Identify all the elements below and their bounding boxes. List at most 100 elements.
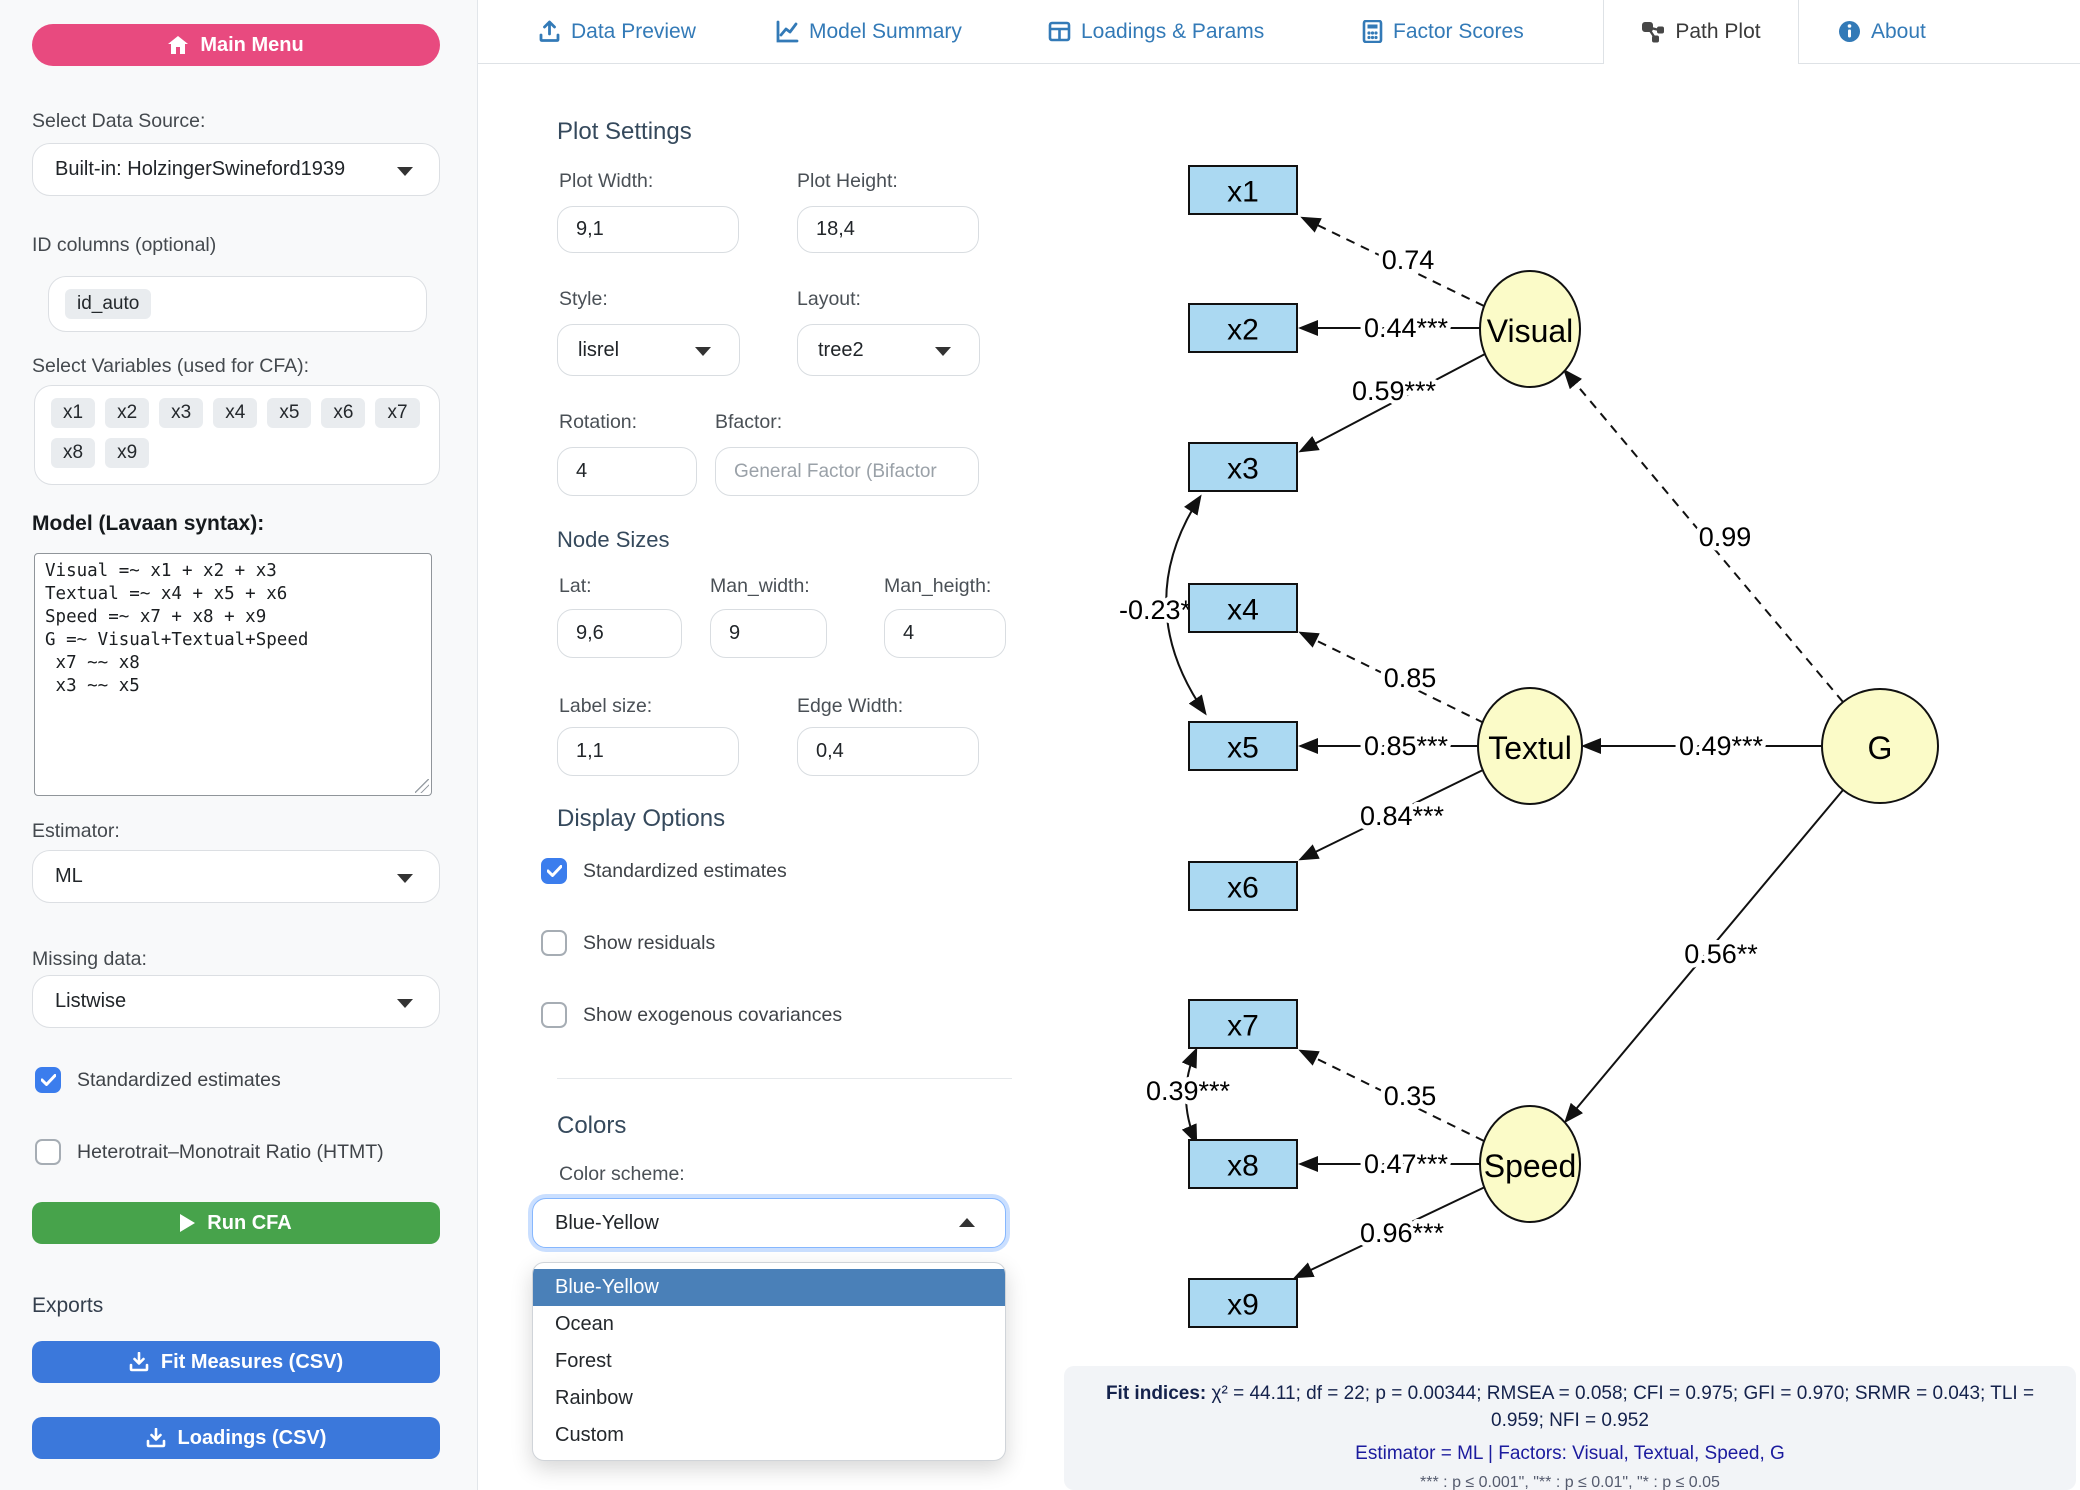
node-sizes-title: Node Sizes	[557, 527, 670, 552]
svg-text:0.47***: 0.47***	[1364, 1149, 1449, 1179]
plot-height-label: Plot Height:	[797, 170, 898, 192]
upload-icon	[539, 20, 560, 42]
variable-chip-x2[interactable]: x2	[105, 398, 150, 428]
layout-select[interactable]: tree2	[797, 324, 980, 376]
resize-handle[interactable]	[415, 779, 429, 793]
calculator-icon	[1362, 20, 1383, 43]
plot-settings-title: Plot Settings	[557, 118, 692, 145]
fit-indices-text: Fit indices: χ² = 44.11; df = 22; p = 0.…	[1105, 1383, 2035, 1431]
main-menu-button[interactable]: Main Menu	[32, 24, 440, 66]
tab-model-summary[interactable]: Model Summary	[776, 0, 962, 63]
chevron-down-icon	[935, 347, 951, 356]
variables-input[interactable]: x1 x2 x3 x4 x5 x6 x7 x8 x9	[34, 385, 440, 485]
bfactor-input[interactable]: General Factor (Bifactor	[715, 447, 979, 496]
check-icon	[40, 1074, 56, 1086]
svg-text:Textul: Textul	[1488, 730, 1572, 766]
svg-text:0.44***: 0.44***	[1364, 313, 1449, 343]
htmt-label: Heterotrait–Monotrait Ratio (HTMT)	[77, 1140, 384, 1163]
export-fit-measures-button[interactable]: Fit Measures (CSV)	[32, 1341, 440, 1383]
missing-data-label: Missing data:	[32, 948, 147, 970]
missing-data-select[interactable]: Listwise	[32, 975, 440, 1028]
chevron-down-icon	[397, 873, 413, 883]
plot-width-input[interactable]: 9,1	[557, 206, 739, 253]
color-option-ocean[interactable]: Ocean	[555, 1313, 614, 1335]
variable-chip-x5[interactable]: x5	[267, 398, 312, 428]
variable-chip-x6[interactable]: x6	[321, 398, 366, 428]
model-label: Model (Lavaan syntax):	[32, 512, 265, 535]
rotation-label: Rotation:	[559, 411, 638, 433]
color-option-custom[interactable]: Custom	[555, 1424, 624, 1446]
svg-text:0.85***: 0.85***	[1364, 731, 1449, 761]
standardized-estimates-label: Standardized estimates	[77, 1068, 281, 1091]
tab-factor-scores[interactable]: Factor Scores	[1362, 0, 1524, 63]
tab-bar: Data Preview Model Summary Loadings & Pa…	[478, 0, 2080, 64]
htmt-checkbox[interactable]	[35, 1139, 61, 1165]
show-exogenous-covariances-checkbox[interactable]	[541, 1002, 567, 1028]
variable-chip-x7[interactable]: x7	[375, 398, 420, 428]
tab-path-plot-active[interactable]: Path Plot	[1603, 0, 1799, 64]
run-cfa-button[interactable]: Run CFA	[32, 1202, 440, 1244]
estimator-select[interactable]: ML	[32, 850, 440, 903]
show-residuals-checkbox[interactable]	[541, 930, 567, 956]
svg-text:x5: x5	[1227, 732, 1259, 765]
svg-text:x7: x7	[1227, 1010, 1259, 1043]
variable-chip-x8[interactable]: x8	[51, 438, 96, 468]
svg-text:x8: x8	[1227, 1150, 1259, 1183]
bfactor-label: Bfactor:	[715, 411, 783, 433]
man-width-input[interactable]: 9	[710, 609, 827, 658]
std-estimates-display-checkbox[interactable]	[541, 858, 567, 884]
svg-text:0.85: 0.85	[1384, 663, 1437, 693]
significance-note: *** : p ≤ 0.001", "** : p ≤ 0.01", "* : …	[1420, 1474, 1720, 1490]
svg-text:0.99: 0.99	[1699, 522, 1752, 552]
rotation-input[interactable]: 4	[557, 447, 697, 496]
color-option-blue-yellow[interactable]: Blue-Yellow	[533, 1269, 1005, 1306]
variable-chip-x3[interactable]: x3	[159, 398, 204, 428]
tab-data-preview[interactable]: Data Preview	[538, 0, 696, 63]
color-option-rainbow[interactable]: Rainbow	[555, 1387, 633, 1409]
path-plot-icon	[1642, 22, 1665, 43]
model-syntax-textarea[interactable]: Visual =~ x1 + x2 + x3 Textual =~ x4 + x…	[34, 553, 432, 796]
data-source-select[interactable]: Built-in: HolzingerSwineford1939	[32, 143, 440, 196]
label-size-input[interactable]: 1,1	[557, 727, 739, 776]
chart-line-icon	[776, 20, 799, 43]
color-scheme-select[interactable]: Blue-Yellow	[532, 1198, 1006, 1248]
color-scheme-label: Color scheme:	[559, 1163, 685, 1185]
exports-heading: Exports	[32, 1294, 104, 1317]
tab-loadings-params[interactable]: Loadings & Params	[1048, 0, 1264, 63]
id-chip[interactable]: id_auto	[65, 289, 152, 319]
variable-chip-x4[interactable]: x4	[213, 398, 258, 428]
man-heigth-input[interactable]: 4	[884, 609, 1006, 658]
estimator-factors-text: Estimator = ML | Factors: Visual, Textua…	[1355, 1443, 1785, 1464]
main-menu-label: Main Menu	[200, 33, 304, 56]
standardized-estimates-checkbox[interactable]	[35, 1067, 61, 1093]
man-width-label: Man_width:	[710, 575, 810, 597]
svg-text:0.59***: 0.59***	[1352, 376, 1437, 406]
svg-text:x4: x4	[1227, 594, 1259, 627]
style-select[interactable]: lisrel	[557, 324, 740, 376]
export-loadings-button[interactable]: Loadings (CSV)	[32, 1417, 440, 1459]
svg-text:x2: x2	[1227, 314, 1259, 347]
lat-input[interactable]: 9,6	[557, 609, 682, 658]
color-option-forest[interactable]: Forest	[555, 1350, 612, 1372]
id-columns-input[interactable]: id_auto	[48, 276, 427, 332]
tab-about[interactable]: About	[1838, 0, 1926, 63]
variable-chip-x9[interactable]: x9	[105, 438, 150, 468]
svg-text:x1: x1	[1227, 176, 1259, 209]
plot-height-input[interactable]: 18,4	[797, 206, 979, 253]
display-options-title: Display Options	[557, 805, 726, 832]
svg-text:0.74: 0.74	[1382, 245, 1435, 275]
svg-text:x3: x3	[1227, 453, 1259, 486]
chevron-down-icon	[397, 166, 413, 176]
chevron-up-icon	[959, 1218, 975, 1227]
chevron-down-icon	[397, 998, 413, 1008]
chevron-down-icon	[695, 347, 711, 356]
svg-text:0.39***: 0.39***	[1146, 1076, 1231, 1106]
svg-text:-0.23*: -0.23*	[1119, 595, 1192, 625]
variables-label: Select Variables (used for CFA):	[32, 355, 310, 377]
sidebar: Main Menu Select Data Source: Built-in: …	[0, 0, 478, 1490]
layout-label: Layout:	[797, 288, 861, 310]
edge-width-input[interactable]: 0,4	[797, 727, 979, 776]
path-plot-canvas: -0.23*x1x2x3x4x5x6x7x8x9VisualTextulSpee…	[1114, 165, 1939, 1328]
variable-chip-x1[interactable]: x1	[51, 398, 96, 428]
